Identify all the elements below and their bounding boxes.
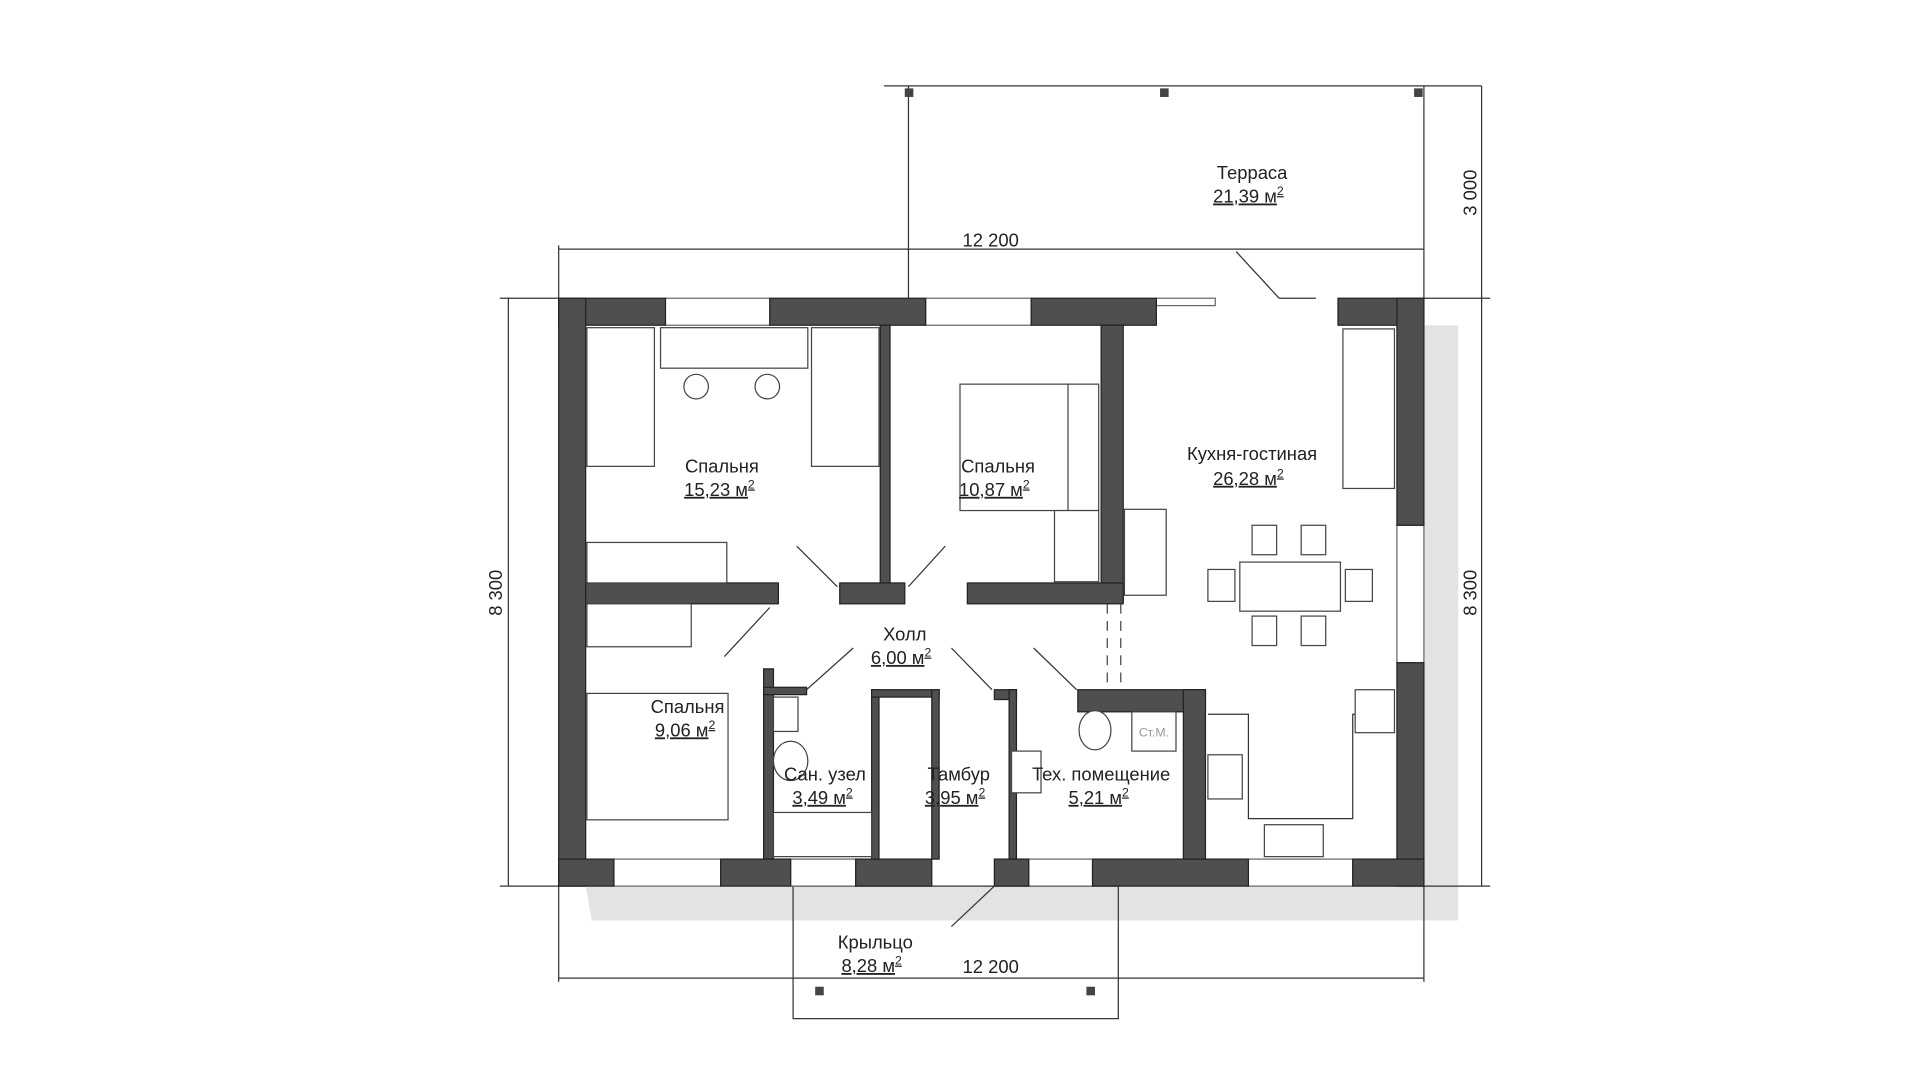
svg-text:21,39 м2: 21,39 м2 [1213, 184, 1284, 206]
toilet-icon [1078, 709, 1112, 751]
terrace [883, 85, 1482, 299]
svg-text:Крыльцо: Крыльцо [838, 932, 913, 953]
wardrobe-icon [586, 541, 728, 584]
dim-right-height: 8 300 [1460, 570, 1481, 616]
room-label-vestibule: Тамбур 3,95 м2 [925, 764, 990, 808]
column-marker [1160, 88, 1169, 97]
dim-bottom-width: 12 200 [963, 956, 1019, 977]
dim-top-width: 12 200 [963, 230, 1019, 251]
svg-text:Спальня: Спальня [685, 455, 759, 476]
chair-icon [683, 373, 710, 400]
bathtub-icon [772, 811, 873, 858]
svg-text:6,00 м2: 6,00 м2 [871, 646, 932, 668]
porch [792, 885, 1119, 1020]
svg-text:9,06 м2: 9,06 м2 [655, 718, 716, 740]
dining-table-icon [1239, 561, 1342, 612]
svg-text:3,95 м2: 3,95 м2 [925, 786, 986, 808]
washing-machine-icon [1131, 711, 1177, 752]
room-label-terrace: Терраса 21,39 м2 [1213, 162, 1288, 206]
wardrobe-icon [586, 603, 692, 648]
room-label-bedroom-1: Спальня 15,23 м2 [684, 455, 759, 499]
svg-text:3,49 м2: 3,49 м2 [792, 786, 853, 808]
room-label-kitchen-living: Кухня-гостиная 26,28 м2 [1187, 443, 1317, 489]
svg-text:Спальня: Спальня [961, 455, 1035, 476]
svg-text:Спальня: Спальня [651, 696, 725, 717]
doors [723, 251, 1316, 928]
fireplace-icon [1123, 508, 1167, 596]
sink-icon [1263, 824, 1324, 858]
exterior-walls [558, 297, 1425, 887]
sofa-icon [1342, 328, 1396, 490]
stove-icon [1207, 754, 1243, 800]
svg-text:10,87 м2: 10,87 м2 [959, 477, 1030, 499]
room-label-hall: Холл 6,00 м2 [871, 624, 932, 668]
room-label-porch: Крыльцо 8,28 м2 [838, 932, 913, 976]
room-label-bathroom: Сан. узел 3,49 м2 [784, 764, 866, 808]
room-label-bedroom-3: Спальня 9,06 м2 [651, 696, 725, 740]
svg-text:Сан. узел: Сан. узел [784, 764, 866, 785]
toilet-icon [772, 740, 809, 782]
room-label-utility: Тех. помещение 5,21 м2 [1032, 764, 1170, 808]
svg-text:8,28 м2: 8,28 м2 [841, 954, 902, 976]
svg-text:15,23 м2: 15,23 м2 [684, 477, 755, 499]
bed-icon [810, 327, 880, 467]
dim-left-height: 8 300 [485, 570, 506, 616]
bed-icon [586, 692, 729, 821]
furniture: Ст.М. [586, 327, 1396, 858]
bed-icon [959, 383, 1072, 512]
column-marker [1414, 88, 1423, 97]
bed-icon [586, 327, 656, 467]
column-marker [904, 88, 914, 97]
svg-text:Холл: Холл [883, 624, 926, 645]
dim-terrace-depth: 3 000 [1460, 170, 1481, 216]
dimension-lines [499, 85, 1491, 982]
wardrobe-icon [1053, 509, 1100, 583]
boiler-icon [1010, 750, 1042, 794]
desk-icon [659, 327, 809, 369]
washbasin-icon [772, 696, 799, 733]
svg-text:5,21 м2: 5,21 м2 [1068, 786, 1129, 808]
svg-text:Тамбур: Тамбур [928, 764, 990, 785]
windows [613, 297, 1425, 887]
room-label-bedroom-2: Спальня 10,87 м2 [959, 455, 1035, 499]
washer-label: Ст.М. [1139, 725, 1169, 739]
svg-text:Тех. помещение: Тех. помещение [1032, 764, 1170, 785]
svg-text:26,28 м2: 26,28 м2 [1213, 466, 1284, 488]
chair-icon [754, 373, 781, 400]
fridge-icon [1354, 689, 1396, 734]
interior-walls [585, 324, 1207, 860]
svg-text:Терраса: Терраса [1217, 162, 1288, 183]
svg-text:Кухня-гостиная: Кухня-гостиная [1187, 443, 1317, 464]
